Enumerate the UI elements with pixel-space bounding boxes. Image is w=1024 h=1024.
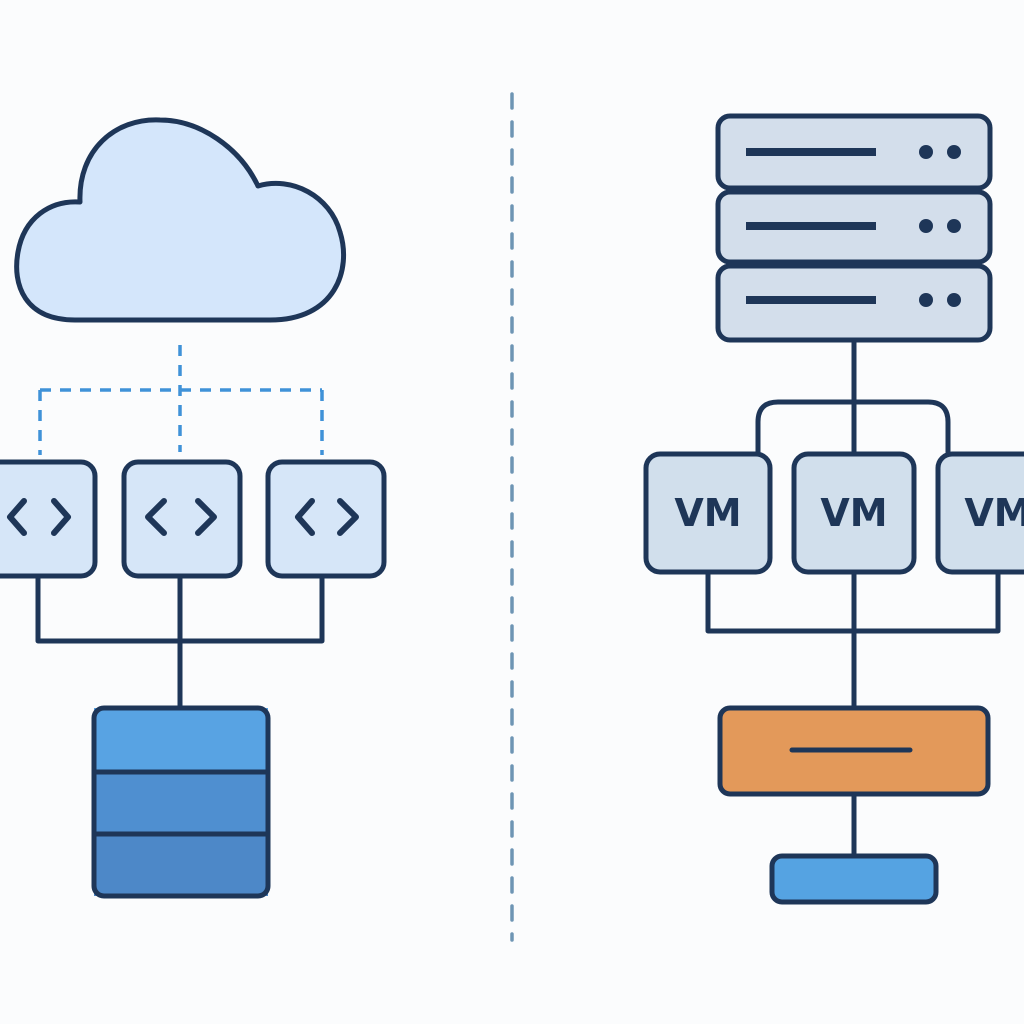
vm-label: VM: [674, 491, 741, 535]
vm-label: VM: [964, 491, 1024, 535]
right-architecture: VM VM VM: [643, 113, 1024, 905]
code-brackets-icon: [7, 498, 71, 536]
vm-box-1: VM: [643, 451, 773, 575]
hardware-base-icon: [769, 853, 939, 905]
cloud-connectors: [38, 345, 324, 455]
code-to-database-connectors: [35, 575, 325, 711]
code-box-3: [265, 459, 387, 579]
server-unit-3: [715, 263, 993, 343]
code-box-2: [121, 459, 243, 579]
code-box-1: [0, 459, 98, 579]
server-rack-icon: [715, 113, 993, 343]
code-brackets-icon: [145, 498, 217, 536]
code-brackets-icon: [295, 498, 359, 536]
vm-label: VM: [820, 491, 887, 535]
server-unit-2: [715, 189, 993, 265]
database-icon: [91, 705, 271, 899]
vm-box-2: VM: [791, 451, 917, 575]
server-unit-1: [715, 113, 993, 191]
vm-box-3: VM: [935, 451, 1024, 575]
cloud-icon: [14, 117, 346, 323]
hypervisor-bar-icon: [717, 705, 991, 797]
server-to-vm-connectors: [755, 339, 951, 455]
vm-to-hypervisor-connectors: [705, 571, 1001, 711]
left-architecture: [0, 117, 387, 899]
